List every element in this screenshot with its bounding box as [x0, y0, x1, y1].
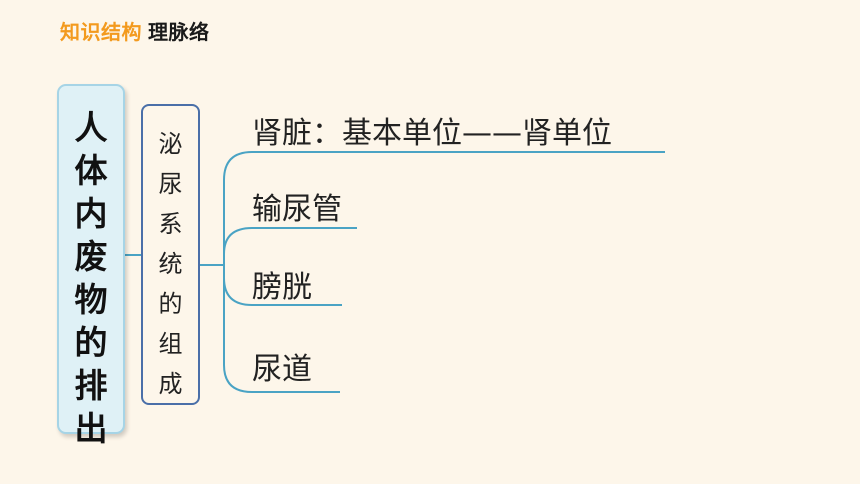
mid-char: 统 [158, 250, 183, 278]
mid-char: 系 [158, 210, 183, 238]
mid-char: 组 [158, 330, 183, 358]
branch-ureter: 输尿管 [252, 192, 342, 227]
root-char: 废 [74, 237, 108, 276]
mid-char: 泌 [158, 130, 183, 158]
branch-urethra: 尿道 [252, 352, 312, 387]
root-char: 体 [74, 151, 108, 190]
header-accent: 知识结构 [60, 20, 142, 44]
root-char: 物 [74, 280, 108, 319]
mid-node: 泌 尿 系 统 的 组 成 [141, 104, 200, 405]
mid-char: 成 [158, 370, 183, 398]
branch-bladder: 膀胱 [252, 270, 312, 305]
mid-char: 尿 [158, 170, 183, 198]
connector-branch-1 [223, 227, 357, 265]
connector-branch-0 [223, 151, 665, 265]
page-header: 知识结构理脉络 [60, 16, 210, 45]
mid-node-text: 泌 尿 系 统 的 组 成 [143, 124, 198, 404]
root-char: 内 [74, 194, 108, 233]
mid-char: 的 [158, 290, 183, 318]
root-char: 出 [74, 409, 108, 448]
root-char: 人 [74, 108, 108, 147]
root-node-text: 人 体 内 废 物 的 排 出 [59, 106, 123, 450]
branch-kidney: 肾脏：基本单位——肾单位 [252, 116, 612, 151]
root-char: 排 [74, 366, 108, 405]
connector-branch-3 [223, 265, 340, 393]
root-node: 人 体 内 废 物 的 排 出 [57, 84, 125, 448]
header-title: 理脉络 [148, 20, 210, 44]
root-char: 的 [74, 323, 108, 362]
